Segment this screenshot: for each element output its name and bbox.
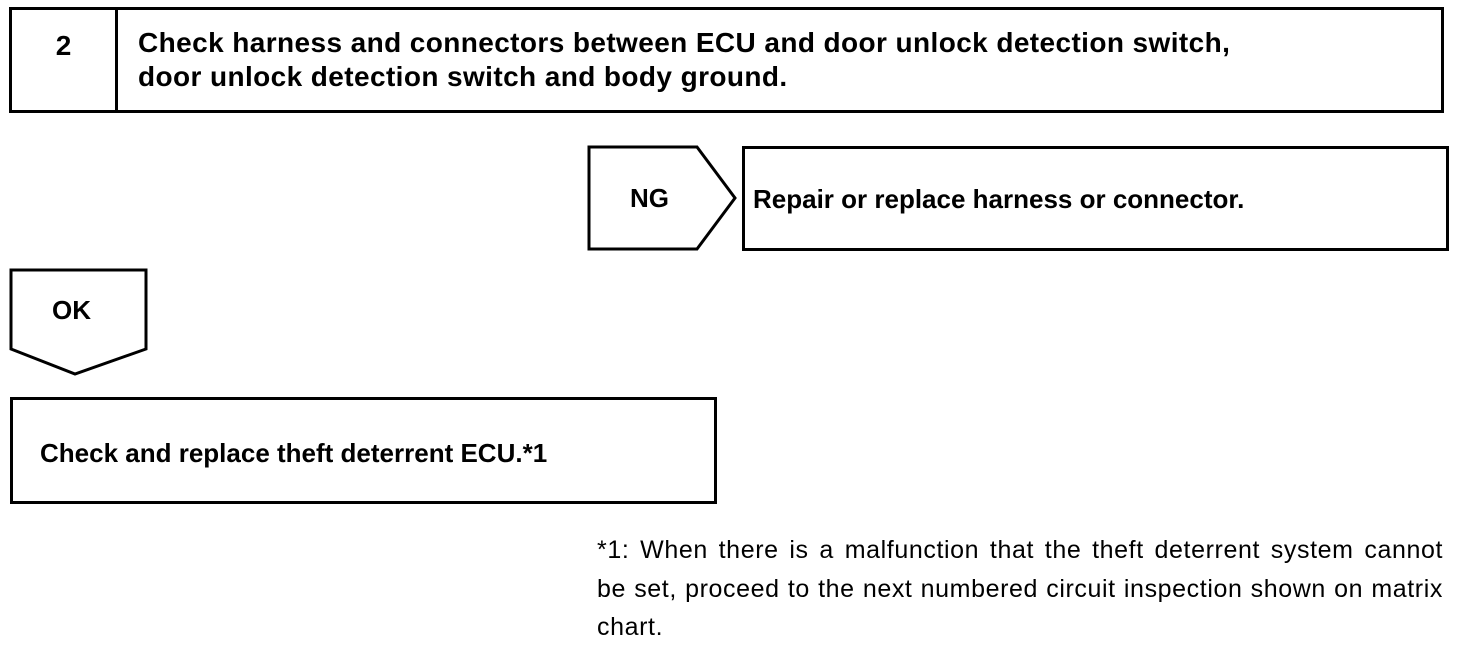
step-box: 2 Check harness and connectors between E… <box>9 7 1444 113</box>
step-title-line-2: door unlock detection switch and body gr… <box>138 61 788 92</box>
ng-arrow-shape <box>587 145 737 251</box>
step-title: Check harness and connectors between ECU… <box>138 26 1438 94</box>
ok-action-text: Check and replace theft deterrent ECU.*1 <box>40 438 548 468</box>
ng-action-text: Repair or replace harness or connector. <box>753 184 1245 214</box>
step-number: 2 <box>55 30 72 61</box>
ng-action-box: Repair or replace harness or connector. <box>742 146 1449 251</box>
step-number-cell: 2 <box>12 10 118 110</box>
step-title-line-1: Check harness and connectors between ECU… <box>138 27 1231 58</box>
ok-label: OK <box>52 295 91 325</box>
footnote-text: *1: When there is a malfunction that the… <box>597 536 1443 641</box>
ok-action-box: Check and replace theft deterrent ECU.*1 <box>10 397 717 504</box>
ng-label: NG <box>630 183 669 213</box>
ok-arrow-shape <box>9 268 148 376</box>
